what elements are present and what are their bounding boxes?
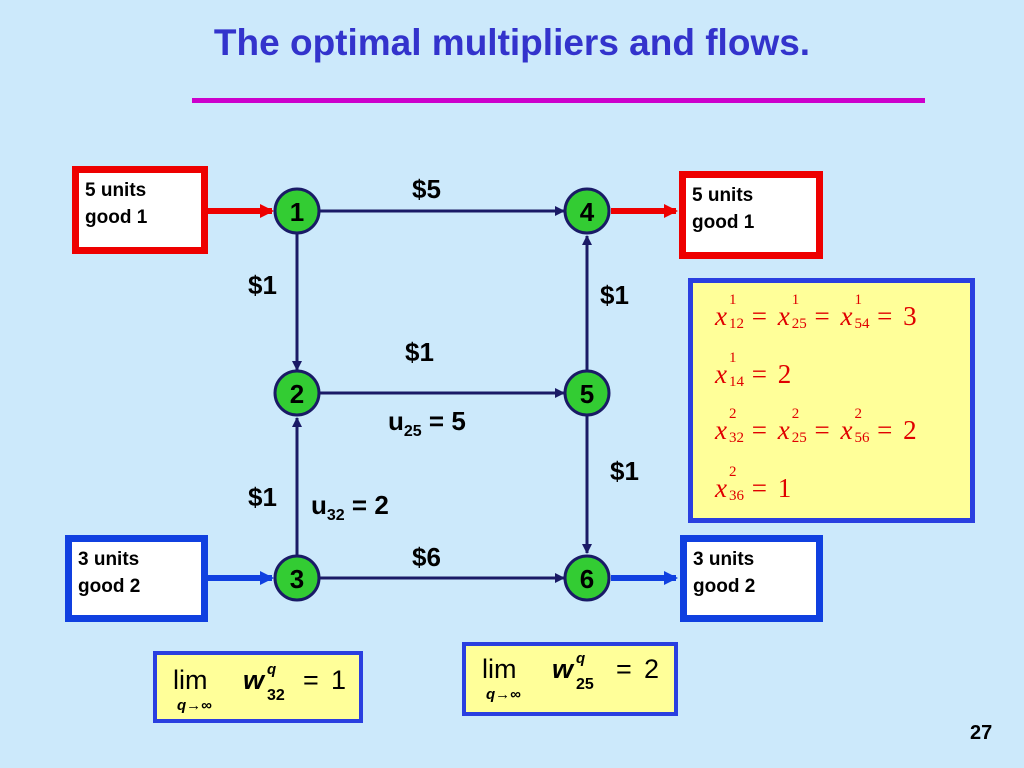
multiplier-superscript: q bbox=[267, 661, 277, 678]
svg-text:5: 5 bbox=[580, 379, 594, 409]
lim-subscript: q→∞ bbox=[177, 697, 212, 714]
cost-label-5-4: $1 bbox=[600, 280, 629, 310]
node-5: 5 bbox=[563, 369, 611, 417]
node-6: 6 bbox=[563, 554, 611, 602]
svg-text:1: 1 bbox=[290, 197, 304, 227]
node-3: 3 bbox=[273, 554, 321, 602]
lim-subscript: q→∞ bbox=[486, 686, 521, 703]
node-4: 4 bbox=[563, 187, 611, 235]
multiplier-equals: = bbox=[616, 654, 632, 684]
multiplier-subscript: 32 bbox=[267, 687, 285, 704]
page-number: 27 bbox=[970, 722, 993, 744]
svg-text:3: 3 bbox=[290, 564, 304, 594]
node-2: 2 bbox=[273, 369, 321, 417]
cost-label-2-5: $1 bbox=[405, 337, 434, 367]
multiplier-superscript: q bbox=[576, 650, 586, 667]
multiplier-variable: w bbox=[243, 665, 265, 695]
capacity-label-2-5: u25 = 5 bbox=[388, 406, 466, 441]
multiplier-subscript: 25 bbox=[576, 676, 594, 693]
multiplier-variable: w bbox=[552, 654, 574, 684]
capacity-label-3-2: u32 = 2 bbox=[311, 490, 389, 525]
slide-title: The optimal multipliers and flows. bbox=[213, 22, 811, 63]
multiplier-value: 1 bbox=[331, 665, 347, 695]
cost-label-1-2: $1 bbox=[248, 270, 277, 300]
lim-operator: lim bbox=[482, 654, 517, 684]
svg-text:6: 6 bbox=[580, 564, 594, 594]
cost-label-3-6: $6 bbox=[412, 542, 441, 572]
multiplier-box-25: lim q→∞ w q 25 = 2 bbox=[462, 642, 678, 716]
lim-operator: lim bbox=[173, 665, 208, 695]
multiplier-equals: = bbox=[303, 665, 319, 695]
title-underline bbox=[192, 98, 925, 103]
cost-label-3-2: $1 bbox=[248, 482, 277, 512]
cost-label-1-4: $5 bbox=[412, 174, 441, 204]
node-1: 1 bbox=[273, 187, 321, 235]
multiplier-box-32: lim q→∞ w q 32 = 1 bbox=[153, 651, 363, 723]
cost-label-5-6: $1 bbox=[610, 456, 639, 486]
multiplier-value: 2 bbox=[644, 654, 660, 684]
svg-text:4: 4 bbox=[580, 197, 595, 227]
svg-text:2: 2 bbox=[290, 379, 304, 409]
